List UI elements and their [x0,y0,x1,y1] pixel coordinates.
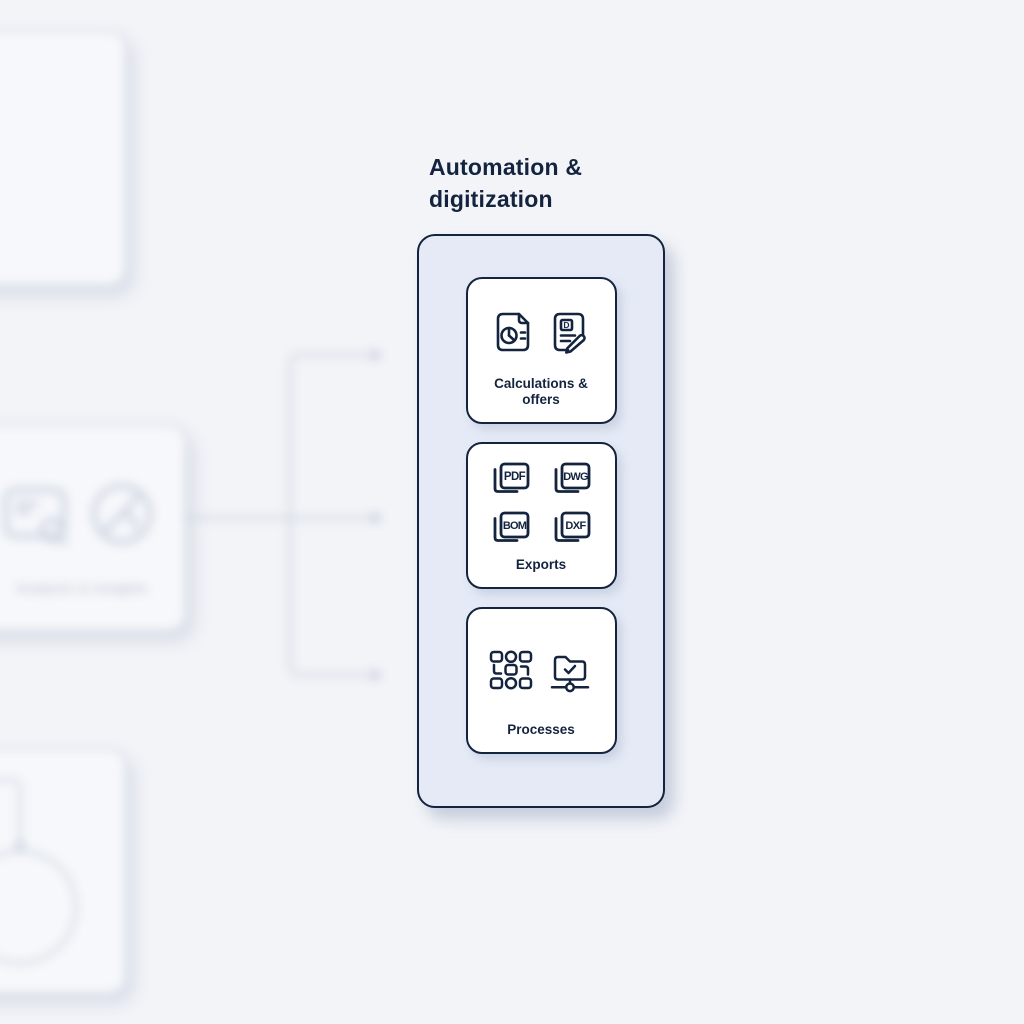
svg-text:PDF: PDF [503,471,525,483]
blurred-box-top-left [0,30,127,287]
svg-text:BOM: BOM [502,520,526,532]
blurred-box-bottom-left: ······ [0,748,127,995]
arrowhead-bottom [372,669,383,681]
pdf-file-icon: PDF [493,462,529,493]
card-icons [487,609,595,722]
dxf-file-icon: DXF [554,511,590,542]
svg-text:DWG: DWG [563,471,588,483]
svg-text:DXF: DXF [565,520,586,532]
svg-text:D: D [563,320,569,330]
folder-network-icon [550,655,590,692]
blurred-analytics-label: Analysis & insights [15,580,148,596]
card-label: Calculations & offers [494,376,588,407]
blurred-box-analytics: Analysis & insights [0,424,187,632]
report-document-icon [496,312,530,351]
card-label: Processes [507,722,575,737]
blurred-analytics-icons [2,476,156,552]
card-icons: D [490,279,592,376]
page-title: Automation & digitization [429,154,583,212]
document-edit-icon: D [553,312,586,354]
arrow-to-circle-icon [0,778,78,965]
dwg-file-icon: DWG [554,462,590,493]
card-label: Exports [515,557,567,572]
card-processes[interactable]: Processes [465,607,617,754]
screen-search-icon [3,487,68,546]
arrowhead-top [372,349,383,361]
workflow-grid-icon [489,650,533,689]
export-badges: PDF DWG BOM DXF [488,444,595,557]
card-exports[interactable]: PDF DWG BOM DXF Exports [465,442,617,589]
pie-chart-icon [91,483,153,545]
bom-file-icon: BOM [493,511,529,542]
card-calculations-offers[interactable]: D Calculations & offers [465,277,617,424]
arrowhead-middle [372,512,383,524]
automation-panel: D Calculations & offers PDF DWG [417,234,665,808]
